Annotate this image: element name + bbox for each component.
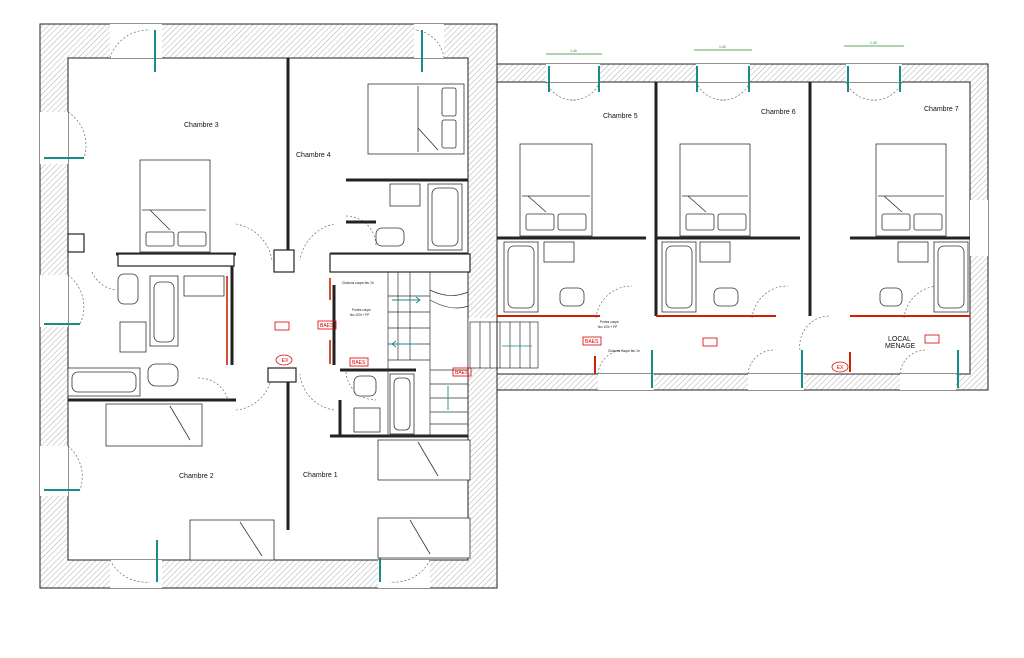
dim-1: 1,40 xyxy=(570,49,577,53)
main-building xyxy=(39,23,539,589)
label-chambre-3: Chambre 3 xyxy=(184,122,219,129)
note-porte-2a: Portes coupe xyxy=(600,320,619,324)
note-cloison-1: Cloisons coupe-feu 1h xyxy=(342,281,374,285)
dim-2: 1,40 xyxy=(719,45,726,49)
tag-baes-3: BAES xyxy=(455,370,469,376)
stair-main xyxy=(387,271,469,437)
tag-ex-1: EX xyxy=(282,358,289,364)
label-chambre-7: Chambre 7 xyxy=(924,106,959,113)
label-local-menage-1: LOCAL xyxy=(888,336,911,343)
note-porte-2b: feu 1/2h + FP xyxy=(598,325,617,329)
annex-building xyxy=(496,45,989,391)
tag-baes-2: BAES xyxy=(352,360,366,366)
label-chambre-1: Chambre 1 xyxy=(303,472,338,479)
annex-exterior-wall xyxy=(496,63,989,391)
tag-baes-1: BAES xyxy=(320,323,334,329)
label-local-menage-2: MENAGE xyxy=(885,343,916,350)
label-chambre-2: Chambre 2 xyxy=(179,473,214,480)
stair-link xyxy=(469,321,539,369)
dim-3: 1,40 xyxy=(870,41,877,45)
note-porte-1b: feu 1/2h + FP xyxy=(350,313,369,317)
label-chambre-6: Chambre 6 xyxy=(761,109,796,116)
note-porte-1a: Portes coupe xyxy=(352,308,371,312)
note-cloison-2: Cloisons coupe-feu 1h xyxy=(608,349,640,353)
tag-ex-2: EX xyxy=(837,365,844,371)
tag-baes-4: BAES xyxy=(585,339,599,345)
label-chambre-4: Chambre 4 xyxy=(296,152,331,159)
label-chambre-5: Chambre 5 xyxy=(603,113,638,120)
